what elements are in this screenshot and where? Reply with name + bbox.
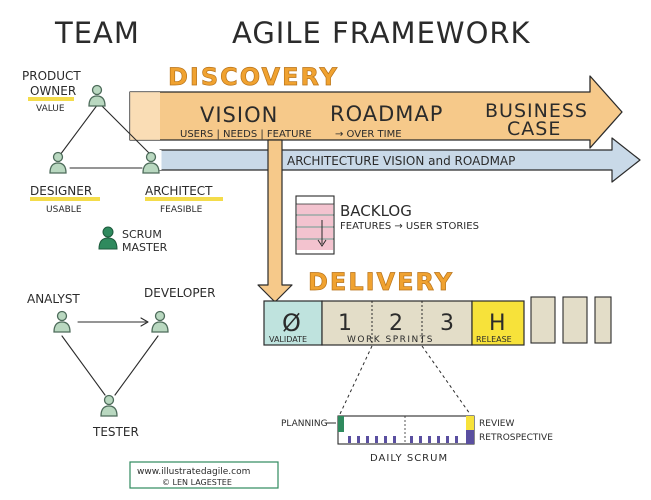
roadmap-label: ROADMAP [330, 102, 443, 126]
down-arrow [257, 139, 293, 303]
team-link-developer-tester [114, 335, 159, 396]
architecture-arrow [159, 137, 641, 183]
backlog-stack [295, 195, 335, 255]
framework-title: AGILE FRAMEWORK [232, 16, 531, 50]
person-icon [49, 151, 67, 174]
credit-url[interactable]: www.illustratedagile.com [137, 467, 250, 477]
sprint-zero-box [263, 300, 323, 346]
retro-marker [466, 430, 474, 444]
release-label: RELEASE [476, 335, 512, 344]
person-icon [100, 394, 118, 417]
discovery-arrow [129, 75, 623, 149]
backlog-title: BACKLOG [340, 202, 412, 220]
person-icon [88, 84, 106, 107]
scrum-master-icon [98, 226, 118, 250]
sprint-2-label: 2 [389, 311, 403, 336]
retrospective-label: RETROSPECTIVE [479, 433, 553, 443]
credit-box [129, 461, 279, 489]
product-owner-highlight [28, 97, 74, 101]
designer-label: DESIGNER [30, 184, 92, 198]
sprint-3-label: 3 [440, 311, 454, 336]
team-link-po-designer [59, 103, 99, 156]
sprint-zero-label: Ø [282, 309, 301, 337]
person-icon [53, 310, 71, 333]
architect-label: ARCHITECT [145, 184, 213, 198]
scrum-master-line2: MASTER [122, 241, 168, 254]
team-link-po-architect [99, 103, 152, 156]
team-link-analyst-tester [61, 335, 106, 396]
scrum-master-line1: SCRUM [122, 228, 162, 241]
hardening-label: H [489, 311, 506, 336]
planning-label: PLANNING [281, 419, 328, 429]
future-block-3 [594, 296, 612, 344]
sprint-1-label: 1 [338, 311, 352, 336]
team-title: TEAM [54, 16, 140, 50]
product-owner-focus: VALUE [36, 104, 65, 114]
product-owner-line1: PRODUCT [22, 69, 81, 83]
business-case-line1: BUSINESS [485, 100, 588, 122]
discovery-heading: DISCOVERY [168, 63, 339, 91]
zoom-line-right [421, 345, 471, 415]
analyst-label: ANALYST [27, 292, 80, 306]
future-block-2 [562, 296, 588, 344]
sprint-strip [263, 296, 612, 346]
architecture-label: ARCHITECTURE VISION and ROADMAP [287, 154, 515, 168]
architect-highlight [145, 197, 223, 201]
person-icon [142, 151, 160, 174]
future-block-1 [530, 296, 556, 344]
arrowhead-analyst-developer [140, 317, 149, 327]
designer-focus: USABLE [46, 205, 82, 215]
review-label: REVIEW [479, 419, 514, 429]
vision-label: VISION [200, 103, 278, 127]
vision-sublabel: USERS | NEEDS | FEATURE [180, 129, 312, 140]
roadmap-sublabel: → OVER TIME [335, 129, 402, 140]
work-sprints-box [321, 300, 473, 346]
product-owner-line2: OWNER [30, 84, 76, 98]
tester-label: TESTER [92, 425, 139, 439]
backlog-subtitle: FEATURES → USER STORIES [340, 221, 479, 232]
validate-label: VALIDATE [269, 335, 307, 344]
discovery-arrow-fade [130, 92, 160, 140]
release-box [471, 300, 525, 346]
person-icon [151, 310, 169, 333]
review-marker [466, 416, 474, 430]
planning-marker [338, 416, 344, 432]
zoom-line-left [339, 345, 373, 415]
designer-highlight [30, 197, 100, 201]
daily-scrum-ticks [348, 436, 458, 443]
business-case-line2: CASE [507, 118, 561, 140]
credit-author: © LEN LAGESTEE [162, 478, 232, 487]
work-sprints-label: WORK SPRINTS [347, 335, 434, 345]
developer-label: DEVELOPER [144, 286, 215, 300]
sprint-detail-strip [337, 415, 475, 445]
delivery-heading: DELIVERY [308, 268, 454, 296]
daily-scrum-label: DAILY SCRUM [370, 453, 448, 464]
architect-focus: FEASIBLE [160, 205, 203, 215]
